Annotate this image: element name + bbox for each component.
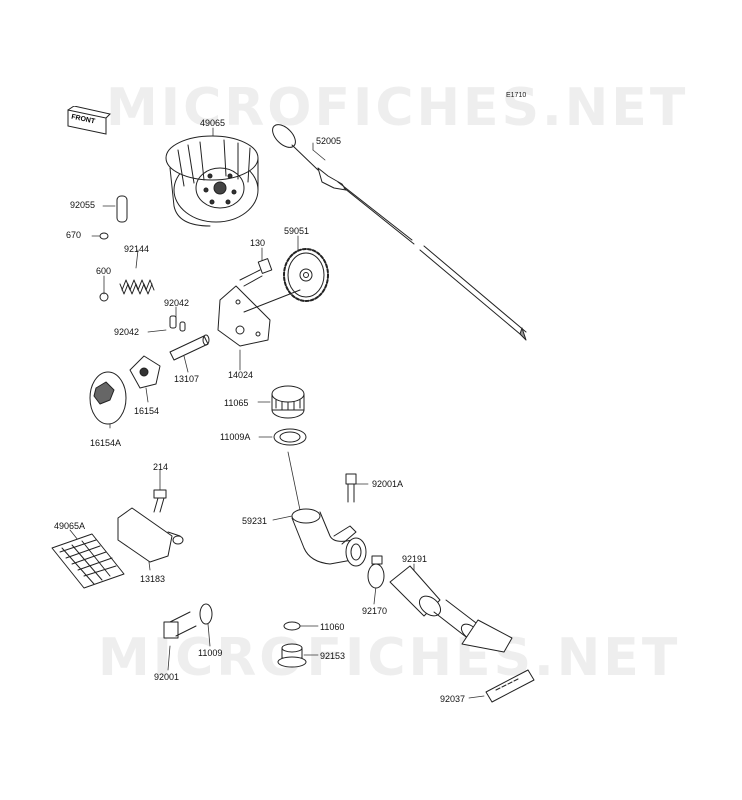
bolt-214 (153, 489, 167, 513)
screen-49065A (51, 533, 125, 589)
part-label[interactable]: 13107 (174, 374, 200, 384)
part-label[interactable]: 59051 (284, 226, 310, 236)
watermark-top: MICROFICHES.NET (106, 78, 689, 138)
part-label[interactable]: 11009 (198, 648, 223, 658)
part-label[interactable]: 14024 (228, 370, 254, 380)
washer-11060 (283, 621, 301, 631)
hose-92191 (389, 565, 513, 653)
watermark-bottom: MICROFICHES.NET (98, 628, 681, 688)
ball-600 (99, 292, 109, 302)
part-label[interactable]: 92001A (372, 479, 404, 489)
part-label[interactable]: 92153 (320, 651, 346, 661)
bolt-92001A (345, 473, 357, 503)
diagram-code: E1710 (506, 92, 527, 99)
part-label[interactable]: 92191 (402, 554, 428, 564)
part-label[interactable]: 92042 (164, 298, 190, 308)
plug-92153 (277, 643, 307, 668)
pipe-59231 (291, 508, 367, 567)
part-label[interactable]: 670 (66, 230, 82, 240)
bolt-92001 (163, 611, 197, 639)
part-label[interactable]: 92037 (440, 694, 466, 704)
clamp-92170 (367, 555, 385, 589)
gear-59051 (283, 248, 329, 302)
part-label[interactable]: 92170 (362, 606, 388, 616)
oil-filter (165, 135, 259, 227)
bolt-130 (239, 258, 273, 287)
part-label[interactable]: 92055 (70, 200, 96, 210)
part-label[interactable]: 92001 (154, 672, 180, 682)
part-label[interactable]: 11065 (224, 398, 249, 408)
cover-plate-14024 (217, 285, 301, 347)
gasket-11009A (273, 428, 307, 446)
part-label[interactable]: 11009A (220, 432, 251, 442)
part-label[interactable]: 49065 (200, 118, 226, 128)
part-label[interactable]: 130 (250, 238, 266, 248)
part-label[interactable]: 11060 (320, 622, 345, 632)
ring-670 (99, 232, 109, 240)
outer-rotor-16154A (89, 371, 127, 425)
part-label[interactable]: 214 (153, 462, 169, 472)
bracket-13183 (117, 507, 184, 563)
part-label[interactable]: 52005 (316, 136, 342, 146)
spring-92144 (119, 279, 155, 295)
part-label[interactable]: 92144 (124, 244, 150, 254)
part-label[interactable]: 16154A (90, 438, 122, 448)
part-label[interactable]: 600 (96, 266, 112, 276)
pin-92042-a (169, 315, 177, 329)
gasket-11009 (199, 603, 213, 625)
dipstick (272, 124, 527, 341)
part-label[interactable]: 59231 (242, 516, 268, 526)
band-92037 (485, 669, 535, 703)
pin-92042-b (179, 321, 186, 332)
part-label[interactable]: 49065A (54, 521, 86, 531)
part-label[interactable]: 13183 (140, 574, 166, 584)
inner-rotor-16154 (129, 355, 161, 389)
cap-11065 (271, 385, 305, 419)
front-arrow-icon: FRONT (66, 105, 112, 136)
o-ring-92055 (116, 195, 128, 223)
part-label[interactable]: 92042 (114, 327, 140, 337)
shaft-13107 (169, 334, 210, 361)
part-label[interactable]: 16154 (134, 406, 160, 416)
